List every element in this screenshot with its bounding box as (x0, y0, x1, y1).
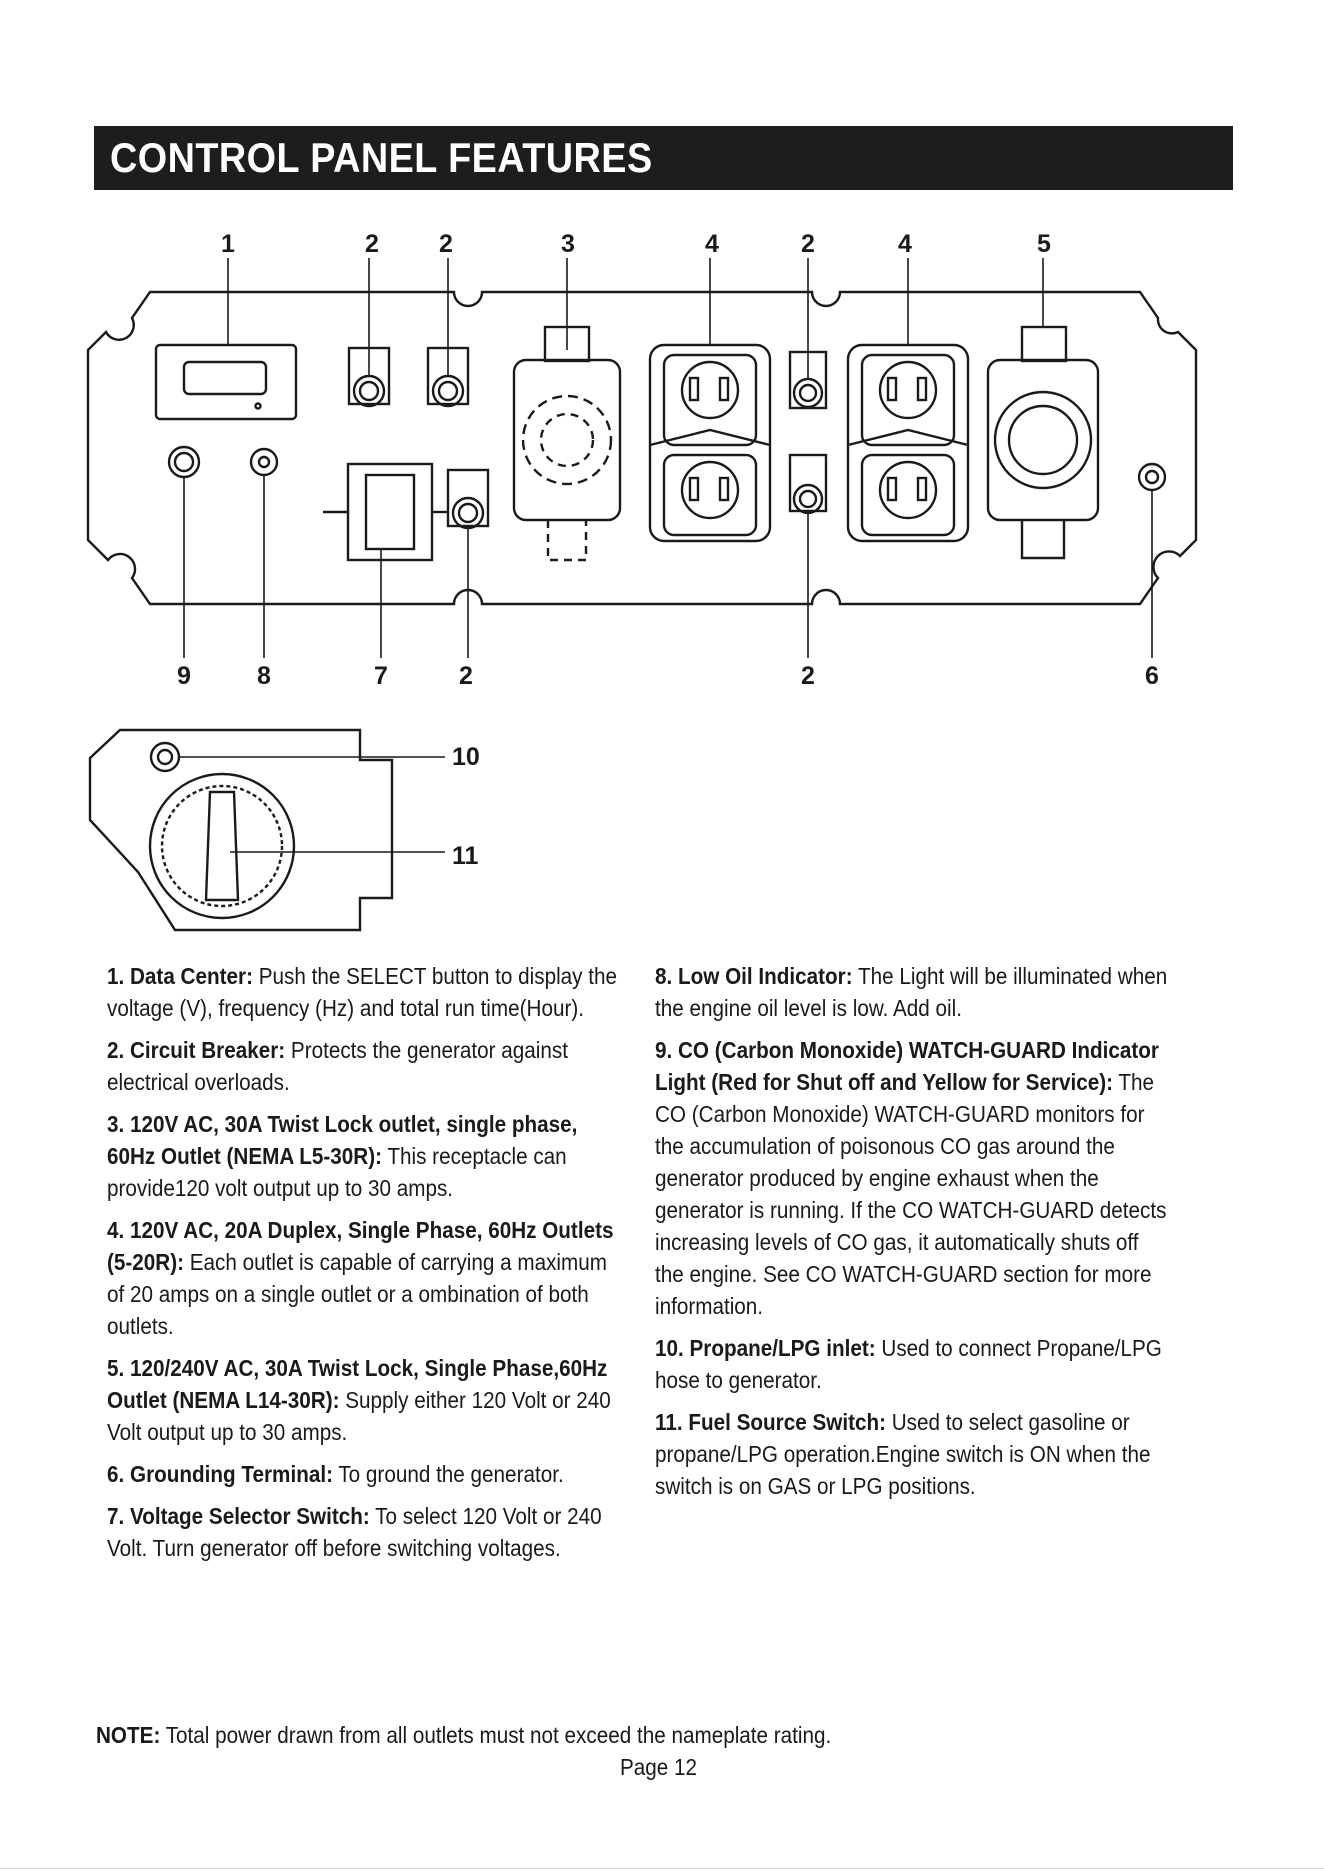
feature-item-9: 9. CO (Carbon Monoxide) WATCH-GUARD Indi… (655, 1037, 1167, 1319)
fuel-source-switch-knob (148, 772, 296, 920)
feature-item-1: 1. Data Center: Push the SELECT button t… (107, 963, 618, 1021)
feature-item-7: 7. Voltage Selector Switch: To select 12… (107, 1503, 602, 1561)
duplex-outlet-b (846, 343, 970, 543)
callout-top-8: 5 (1037, 230, 1051, 258)
twist-lock-outlet-l14-30r (986, 325, 1100, 560)
data-center-display (154, 343, 298, 421)
callout-top-2: 2 (365, 230, 379, 258)
control-panel-diagram: 1 2 2 3 4 2 4 5 9 8 7 2 2 6 10 11 (86, 230, 1198, 932)
features-column-left: 1. Data Center: Push the SELECT button t… (107, 960, 621, 1574)
fuel-sub-panel (88, 728, 445, 932)
panel-outline (86, 290, 1198, 606)
voltage-selector-switch (323, 462, 448, 562)
duplex-outlet-a (648, 343, 772, 543)
propane-inlet (149, 741, 181, 773)
page-number: Page 12 (620, 1754, 698, 1780)
callout-bottom-1: 9 (177, 662, 191, 690)
feature-item-10: 10. Propane/LPG inlet: Used to connect P… (655, 1335, 1162, 1393)
feature-item-2: 2. Circuit Breaker: Protects the generat… (107, 1037, 568, 1095)
feature-item-8: 8. Low Oil Indicator: The Light will be … (655, 963, 1168, 1021)
twist-lock-outlet-l5-30r (512, 325, 622, 562)
feature-item-4: 4. 120V AC, 20A Duplex, Single Phase, 60… (107, 1217, 614, 1339)
feature-item-5: 5. 120/240V AC, 30A Twist Lock, Single P… (107, 1355, 611, 1445)
section-title: CONTROL PANEL FEATURES (110, 134, 653, 181)
callout-top-6: 2 (801, 230, 815, 258)
bottom-rule (0, 1868, 1324, 1869)
grounding-terminal (1137, 462, 1167, 492)
callout-sub-11: 11 (452, 842, 479, 870)
callout-leaders (183, 258, 1153, 658)
circuit-breaker-e (788, 453, 828, 515)
callout-top-7: 4 (898, 230, 912, 258)
callout-sub-10: 10 (452, 743, 480, 771)
feature-item-6: 6. Grounding Terminal: To ground the gen… (107, 1461, 564, 1487)
callout-top-1: 1 (221, 230, 235, 258)
callout-bottom-3: 7 (374, 662, 388, 690)
section-banner: CONTROL PANEL FEATURES (94, 126, 1233, 190)
callout-bottom-5: 2 (801, 662, 815, 690)
feature-item-11: 11. Fuel Source Switch: Used to select g… (655, 1409, 1151, 1499)
note: NOTE: Total power drawn from all outlets… (96, 1722, 832, 1748)
features-column-right: 8. Low Oil Indicator: The Light will be … (655, 960, 1169, 1512)
callout-top-5: 4 (705, 230, 719, 258)
callout-bottom-2: 8 (257, 662, 271, 690)
co-indicator-light (167, 445, 201, 479)
circuit-breaker-c (446, 468, 490, 530)
feature-item-3: 3. 120V AC, 30A Twist Lock outlet, singl… (107, 1111, 578, 1201)
callout-bottom-6: 6 (1145, 662, 1159, 690)
callout-top-4: 3 (561, 230, 575, 258)
callout-top-3: 2 (439, 230, 453, 258)
callout-bottom-4: 2 (459, 662, 473, 690)
low-oil-light (249, 447, 279, 477)
